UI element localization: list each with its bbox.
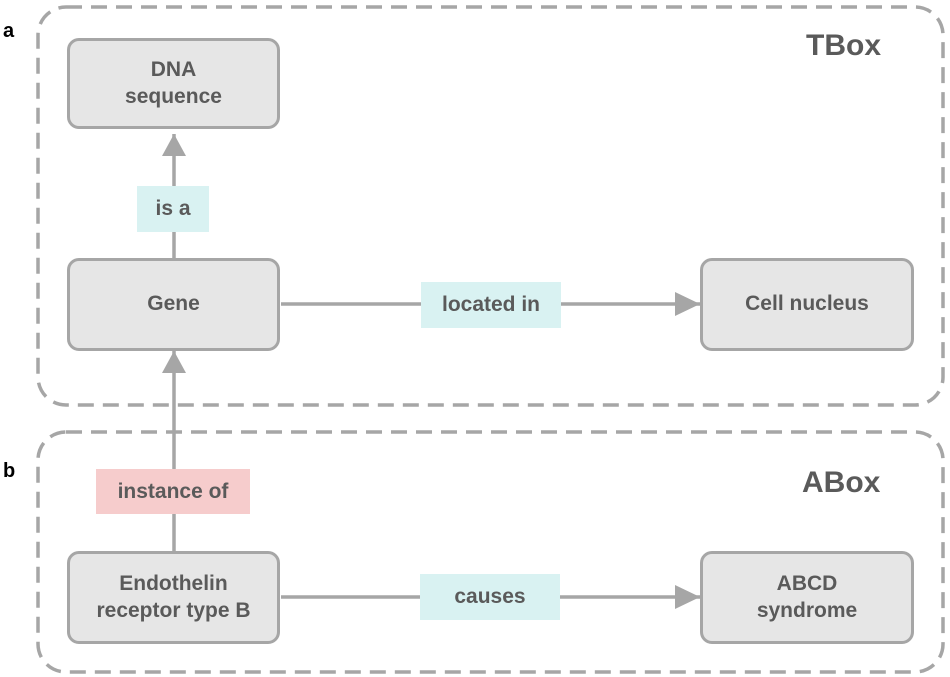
panel-letter-b: b bbox=[3, 460, 16, 482]
causes-arrowhead bbox=[675, 585, 700, 609]
node-cell-nucleus: Cell nucleus bbox=[700, 258, 914, 351]
relation-causes: causes bbox=[420, 574, 560, 620]
tbox-title: TBox bbox=[806, 29, 881, 62]
abox-container bbox=[36, 430, 945, 674]
panel-letter-a: a bbox=[3, 20, 15, 42]
tbox-container bbox=[36, 5, 945, 407]
node-abcd-syndrome: ABCD syndrome bbox=[700, 551, 914, 644]
node-endothelin-receptor-type-b: Endothelin receptor type B bbox=[67, 551, 280, 644]
is-a-arrowhead bbox=[162, 134, 186, 156]
located-in-arrowhead bbox=[675, 292, 700, 316]
node-dna-sequence: DNA sequence bbox=[67, 38, 280, 129]
node-gene: Gene bbox=[67, 258, 280, 351]
instance-of-arrowhead bbox=[162, 351, 186, 373]
relation-is-a: is a bbox=[137, 186, 209, 232]
relation-located-in: located in bbox=[421, 282, 561, 328]
relation-instance-of: instance of bbox=[96, 469, 250, 514]
abox-title: ABox bbox=[802, 466, 881, 499]
